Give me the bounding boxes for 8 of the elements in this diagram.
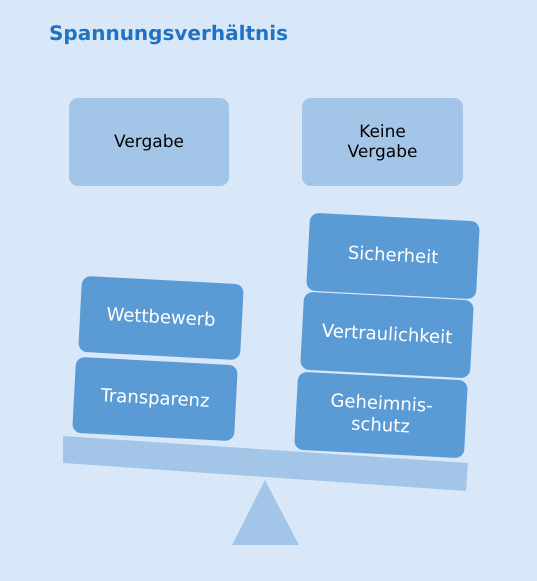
value-box: Wettbewerb — [78, 276, 244, 360]
value-box: Sicherheit — [306, 212, 480, 300]
title: Spannungsverhältnis — [49, 21, 288, 45]
heading-box: Keine Vergabe — [302, 98, 463, 186]
value-box: Vertraulichkeit — [300, 292, 474, 378]
value-box: Transparenz — [72, 356, 238, 442]
heading-box: Vergabe — [69, 98, 229, 186]
value-box: Geheimnis- schutz — [294, 372, 468, 458]
